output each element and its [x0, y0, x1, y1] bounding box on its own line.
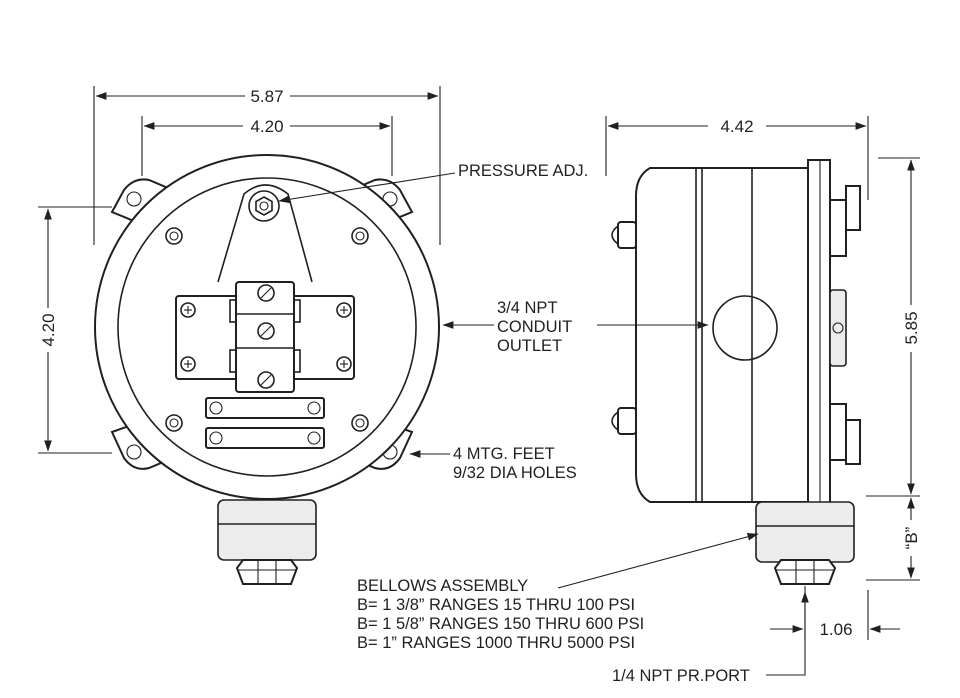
label-pressure-adj: PRESSURE ADJ.: [458, 162, 588, 180]
dim-overall-width: 5.87: [250, 87, 283, 106]
bellows-front: [217, 499, 317, 585]
mounting-brackets: [829, 185, 861, 465]
dim-mount-spacing-h: 4.20: [250, 117, 283, 136]
dim-port-offset: 1.06: [819, 620, 852, 639]
label-bellows-line-2: B= 1 3/8” RANGES 15 THRU 100 PSI: [357, 596, 635, 614]
housing-inner: [117, 177, 417, 477]
label-bellows-line-1: BELLOWS ASSEMBLY: [357, 577, 528, 595]
dimension-lines: [38, 86, 920, 640]
switch-assembly: [175, 281, 355, 393]
dimension-labels: 5.87 4.20 4.20 4.42 5.85 “B” 1.06: [39, 87, 921, 639]
label-mounting-line-2: 9/32 DIA HOLES: [453, 464, 577, 482]
label-conduit-line-2: CONDUIT: [497, 318, 572, 336]
terminal-strips: [205, 397, 325, 449]
dim-mount-spacing-v: 4.20: [39, 313, 58, 346]
dim-height: 5.85: [902, 311, 921, 344]
front-view: [94, 154, 440, 585]
conduit-outlet: [712, 295, 778, 361]
cover-screws: [165, 227, 369, 432]
dim-depth: 4.42: [720, 117, 753, 136]
label-conduit-line-1: 3/4 NPT: [497, 299, 558, 317]
label-conduit-line-3: OUTLET: [497, 337, 562, 355]
side-housing: [635, 167, 809, 503]
callout-labels: PRESSURE ADJ. 3/4 NPT CONDUIT OUTLET 4 M…: [357, 162, 750, 685]
side-view: [611, 159, 861, 585]
pressure-adjust-bracket: [217, 184, 313, 283]
label-pressure-port: 1/4 NPT PR.PORT: [612, 667, 750, 685]
label-bellows-line-3: B= 1 5/8” RANGES 150 THRU 600 PSI: [357, 615, 644, 633]
label-mounting-line-1: 4 MTG. FEET: [453, 445, 555, 463]
dim-bellows-height: “B”: [902, 526, 921, 549]
cover-nuts: [611, 221, 637, 435]
label-bellows-line-4: B= 1” RANGES 1000 THRU 5000 PSI: [357, 634, 635, 652]
callout-leaders: [278, 172, 809, 676]
bellows-side: [755, 501, 855, 585]
